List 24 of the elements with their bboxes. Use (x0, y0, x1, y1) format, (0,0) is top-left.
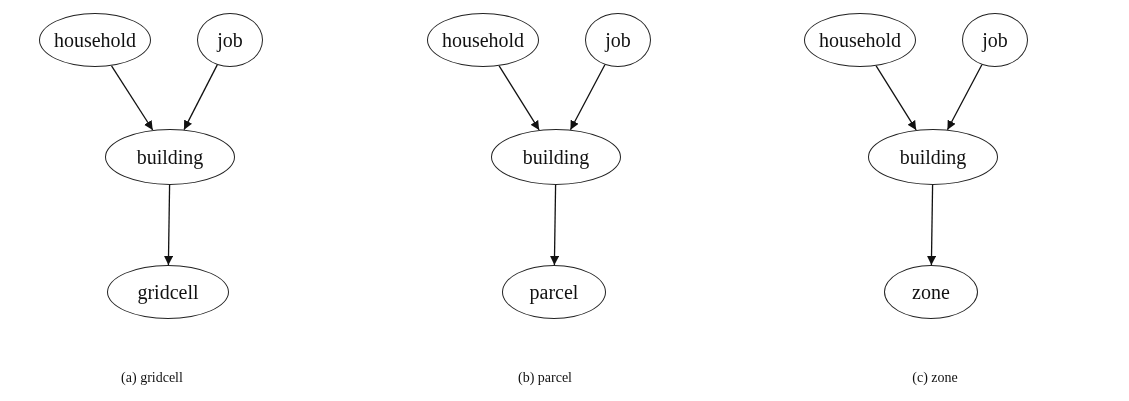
node-label: household (818, 28, 902, 52)
node-label: building (899, 145, 967, 169)
node-label: gridcell (137, 280, 199, 304)
node-label: zone (912, 280, 950, 304)
arrow (927, 184, 937, 266)
arrow (569, 64, 606, 131)
arrow (110, 65, 154, 131)
node-label: job (605, 28, 631, 52)
node-label: job (217, 28, 243, 52)
subfigure-caption: (c) zone (912, 370, 958, 386)
arrow (875, 65, 917, 131)
node-label: household (441, 28, 525, 52)
arrow (550, 184, 560, 266)
node-label: parcel (529, 280, 579, 304)
node-label: building (136, 145, 204, 169)
arrow (498, 65, 540, 131)
subfigure-caption: (a) gridcell (121, 370, 183, 386)
arrow (183, 64, 218, 131)
node-label: building (522, 145, 590, 169)
arrow (164, 184, 174, 266)
node-label: job (982, 28, 1008, 52)
subfigure-caption: (b) parcel (518, 370, 572, 386)
node-label: household (53, 28, 137, 52)
arrow (946, 64, 983, 131)
